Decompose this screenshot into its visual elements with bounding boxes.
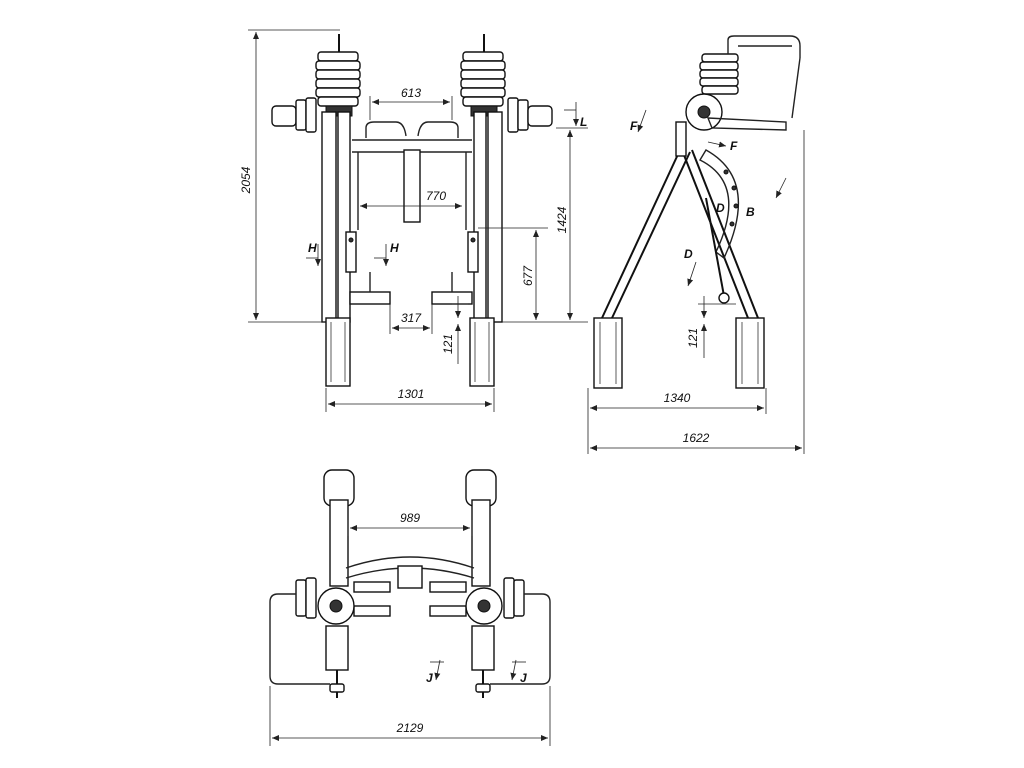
section-marker-f-top: F <box>630 109 647 133</box>
section-marker-l: L <box>564 102 587 129</box>
dim-height-handles: 1424 <box>502 127 588 323</box>
svg-text:L: L <box>580 115 587 129</box>
dim-label-121-front: 121 <box>441 334 455 354</box>
svg-text:B: B <box>746 205 755 219</box>
dim-label-770: 770 <box>426 189 446 203</box>
dim-base-width: 1301 <box>325 387 495 412</box>
svg-text:D: D <box>684 247 693 261</box>
side-weight-stack <box>685 53 739 131</box>
svg-text:D: D <box>716 201 725 215</box>
section-marker-h-left: H <box>306 241 321 266</box>
svg-text:J: J <box>520 671 527 685</box>
dim-post-span: 989 <box>347 511 473 536</box>
dim-label-2054: 2054 <box>239 166 253 194</box>
dim-post-height-side: 121 <box>686 296 736 358</box>
section-marker-j-left: J <box>426 659 444 685</box>
section-marker-f-mid: F <box>707 139 738 153</box>
dim-label-1340: 1340 <box>664 391 691 405</box>
dim-label-677: 677 <box>521 265 535 286</box>
dim-height-seat: 677 <box>478 227 548 320</box>
section-marker-b: B <box>746 177 787 219</box>
top-view: 989 2129 J J <box>269 469 551 746</box>
dim-label-1424: 1424 <box>555 206 569 233</box>
dim-label-989: 989 <box>400 511 420 525</box>
section-marker-d-lower: D <box>684 247 697 287</box>
dim-handle-span: 613 <box>369 86 453 120</box>
right-weight-stack <box>460 34 506 117</box>
section-marker-h-right: H <box>374 241 399 266</box>
svg-text:F: F <box>630 119 638 133</box>
dim-height-total: 2054 <box>239 29 340 323</box>
svg-text:J: J <box>426 671 433 685</box>
svg-text:F: F <box>730 139 738 153</box>
dim-total-width: 2129 <box>269 686 551 746</box>
dim-label-317: 317 <box>401 311 422 325</box>
dim-label-121-side: 121 <box>686 328 700 348</box>
svg-text:H: H <box>390 241 399 255</box>
dim-base-span: 1340 <box>587 388 767 414</box>
dim-label-1301: 1301 <box>398 387 425 401</box>
dim-foot-span: 317 <box>389 304 433 334</box>
dim-inner-width: 770 <box>360 189 462 209</box>
dim-label-1622: 1622 <box>683 431 710 445</box>
section-marker-j-right: J <box>510 659 527 685</box>
section-marker-d-upper: D <box>716 201 725 215</box>
front-view: 2054 613 770 1424 677 317 <box>239 29 588 412</box>
side-view: 121 1340 1622 F F D D <box>587 35 805 454</box>
dim-total-length: 1622 <box>587 130 805 454</box>
dim-label-2129: 2129 <box>396 721 424 735</box>
left-weight-stack <box>315 34 361 117</box>
svg-text:H: H <box>308 241 317 255</box>
dim-label-613: 613 <box>401 86 421 100</box>
dim-post-height-front: 121 <box>441 296 468 364</box>
